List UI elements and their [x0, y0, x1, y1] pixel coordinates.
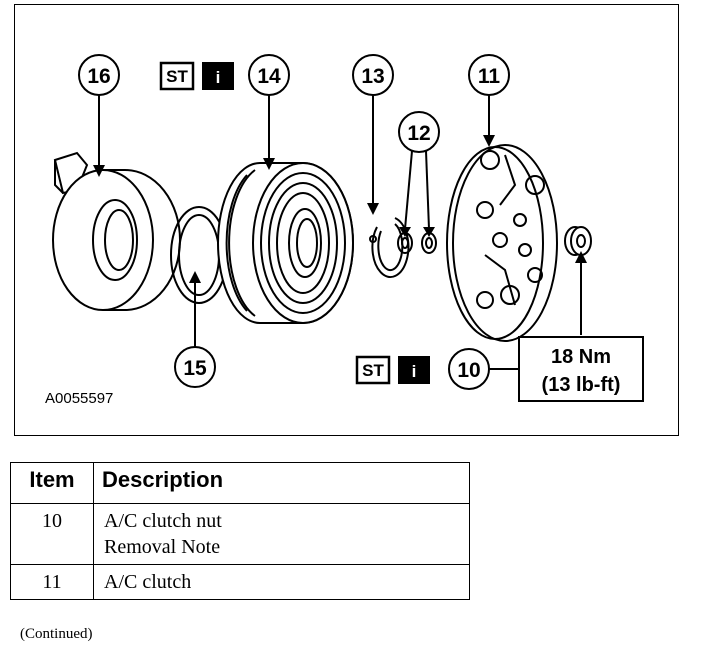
- description-line: A/C clutch: [104, 571, 192, 593]
- item-number-cell: 10: [10, 503, 94, 565]
- exploded-view-figure: 16 14 13 12 11 15 10 ST i ST i 18 Nm (13…: [14, 4, 679, 436]
- special-tool-badge-bottom-text: ST: [362, 361, 384, 380]
- description-cell: A/C clutch: [93, 564, 470, 600]
- field-coil-drawing: [52, 151, 181, 311]
- torque-box: [518, 336, 644, 402]
- exploded-view-drawing: 16 14 13 12 11 15 10 ST i ST i 18 Nm (13…: [45, 54, 644, 407]
- special-tool-badge-bottom: [355, 355, 391, 385]
- callout-12-number: 12: [407, 122, 430, 145]
- callout-15-number: 15: [183, 357, 207, 380]
- figure-id-label: A0055597: [45, 390, 113, 407]
- info-badge-bottom: [398, 356, 430, 384]
- leader-lines: [98, 95, 582, 370]
- torque-metric: 18 Nm: [551, 346, 611, 368]
- callout-11-number: 11: [478, 65, 501, 88]
- shims-drawing: [397, 232, 437, 254]
- item-number-cell: 11: [10, 564, 94, 600]
- description-cell: A/C clutch nut Removal Note: [93, 503, 470, 565]
- parts-table: Item Description 10 A/C clutch nut Remov…: [10, 462, 470, 600]
- description-line: A/C clutch nut: [104, 510, 222, 532]
- description-line: Removal Note: [104, 536, 221, 558]
- special-tool-badge-top-text: ST: [166, 67, 188, 86]
- callout-16-number: 16: [87, 65, 110, 88]
- callout-13-number: 13: [361, 65, 384, 88]
- callout-10-number: 10: [457, 359, 480, 382]
- pulley-drawing: [217, 162, 354, 324]
- clutch-nut-drawing: [564, 226, 592, 256]
- arrowheads: [93, 135, 587, 283]
- table-row: 11 A/C clutch: [10, 564, 470, 600]
- continued-note: (Continued): [20, 626, 93, 642]
- callout-12: [398, 111, 440, 153]
- torque-imperial: (13 lb-ft): [542, 374, 621, 396]
- table-header-row: Item Description: [10, 462, 470, 504]
- callout-14-number: 14: [257, 65, 281, 88]
- info-badge-top-text: i: [216, 68, 221, 87]
- clutch-plate-drawing: [446, 144, 558, 342]
- table-row: 10 A/C clutch nut Removal Note: [10, 503, 470, 565]
- item-column-header: Item: [10, 462, 94, 504]
- special-tool-badge-top: [159, 61, 195, 91]
- info-badge-top: [202, 62, 234, 90]
- info-badge-bottom-text: i: [412, 362, 417, 381]
- description-column-header: Description: [93, 462, 470, 504]
